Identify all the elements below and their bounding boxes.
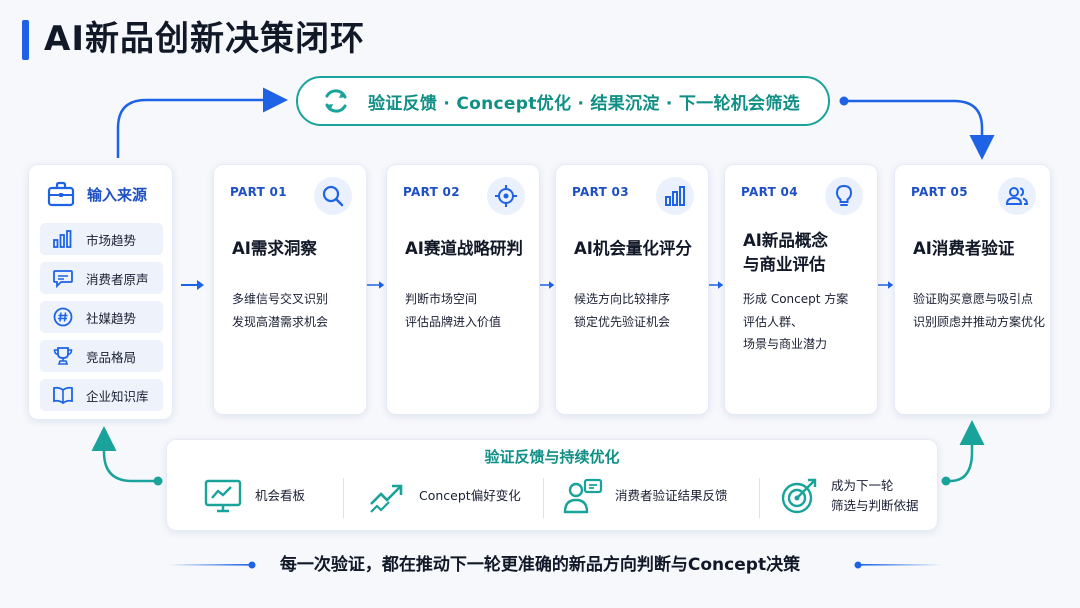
refresh-icon <box>325 89 347 113</box>
monitor-chart-icon <box>204 479 242 513</box>
part-title: AI赛道战略研判 <box>405 239 523 258</box>
part-card-04: PART 04 AI新品概念 与商业评估 形成 Concept 方案 评估人群、… <box>724 164 878 415</box>
footer-statement: 每一次验证，都在推动下一轮更准确的新品方向判断与Concept决策 <box>279 555 801 575</box>
feedback-item-consumer-result: 消费者验证结果反馈 <box>563 476 728 516</box>
part-label: PART 01 <box>230 185 287 199</box>
divider <box>759 478 760 518</box>
part-desc-line: 多维信号交叉识别 <box>232 292 329 306</box>
lightbulb-icon <box>835 184 853 206</box>
target-arrow-icon <box>781 478 817 514</box>
feedback-item-dashboard: 机会看板 <box>203 476 305 516</box>
part-desc-line: 评估人群、 <box>743 315 804 329</box>
source-item-market-trend: 市场趋势 <box>40 223 163 255</box>
part-desc-line: 识别顾虑并推动方案优化 <box>913 315 1046 329</box>
part-desc-line: 候选方向比较排序 <box>574 292 671 306</box>
input-sources-title: 输入来源 <box>87 185 148 204</box>
briefcase-icon <box>47 181 75 207</box>
part-title-line: 与商业评估 <box>743 255 826 274</box>
users-icon <box>1005 187 1029 205</box>
source-item-knowledge-base: 企业知识库 <box>40 379 163 411</box>
hashtag-icon <box>53 307 73 327</box>
source-item-competitive: 竞品格局 <box>40 340 163 372</box>
loop-pill: 验证反馈 · Concept优化 · 结果沉淀 · 下一轮机会筛选 <box>296 76 830 126</box>
input-sources-card: 输入来源 市场趋势 消费者原声 社媒趋势 竞品格局 <box>28 164 173 420</box>
page-title: AI新品创新决策闭环 <box>44 19 365 59</box>
book-icon <box>53 386 73 405</box>
part-title-line: AI新品概念 <box>743 231 828 250</box>
part-title: AI机会量化评分 <box>574 239 692 258</box>
arrow-right-icon <box>876 281 894 289</box>
part-card-03: PART 03 AI机会量化评分 候选方向比较排序 锁定优先验证机会 <box>555 164 709 415</box>
part-title: AI消费者验证 <box>913 239 1015 258</box>
search-icon <box>322 185 344 207</box>
target-icon <box>495 185 517 207</box>
part-desc-line: 形成 Concept 方案 <box>743 292 849 306</box>
feedback-item-next-round: 成为下一轮 筛选与判断依据 <box>779 476 919 516</box>
feedback-item-concept-preference: Concept偏好变化 <box>367 476 521 516</box>
trophy-icon <box>53 347 73 365</box>
part-desc-line: 评估品牌进入价值 <box>405 315 502 329</box>
part-desc-line: 验证购买意愿与吸引点 <box>913 292 1034 306</box>
title-accent-bar <box>22 20 29 60</box>
part-card-02: PART 02 AI赛道战略研判 判断市场空间 评估品牌进入价值 <box>386 164 540 415</box>
bar-chart-icon <box>53 230 72 248</box>
divider <box>543 478 544 518</box>
source-item-social-trend: 社媒趋势 <box>40 301 163 333</box>
part-desc-line: 发现高潜需求机会 <box>232 315 329 329</box>
trend-arrow-icon <box>370 484 403 513</box>
part-desc-line: 场景与商业潜力 <box>743 337 828 351</box>
part-label: PART 02 <box>403 185 460 199</box>
loop-text: 验证反馈 · Concept优化 · 结果沉淀 · 下一轮机会筛选 <box>368 93 800 114</box>
connector-feedback-to-source <box>91 426 154 483</box>
part-title: AI需求洞察 <box>232 239 317 258</box>
chat-bubble-icon <box>53 270 73 288</box>
connector-source-to-loop <box>116 87 288 158</box>
footer-left-line <box>168 561 256 569</box>
arrow-right-icon <box>367 281 385 289</box>
bar-chart-icon <box>665 186 685 206</box>
footer-right-line <box>854 561 942 569</box>
part-label: PART 05 <box>911 185 968 199</box>
part-desc-line: 判断市场空间 <box>405 292 478 306</box>
part-label: PART 03 <box>572 185 629 199</box>
part-card-05: PART 05 AI消费者验证 验证购买意愿与吸引点 识别顾虑并推动方案优化 <box>894 164 1051 415</box>
feedback-panel: 验证反馈与持续优化 机会看板 Concept偏好变化 消费者验证结果反馈 <box>166 439 938 531</box>
part-card-01: PART 01 AI需求洞察 多维信号交叉识别 发现高潜需求机会 <box>213 164 367 415</box>
arrow-right-icon <box>181 280 204 290</box>
part-desc-line: 锁定优先验证机会 <box>574 315 671 329</box>
connector-part05-to-feedback <box>949 420 985 483</box>
feedback-title: 验证反馈与持续优化 <box>484 448 620 466</box>
user-feedback-icon <box>563 478 603 514</box>
divider <box>343 478 344 518</box>
source-item-consumer-voice: 消费者原声 <box>40 262 163 294</box>
part-label: PART 04 <box>741 185 798 199</box>
connector-loop-to-part05 <box>848 99 995 160</box>
